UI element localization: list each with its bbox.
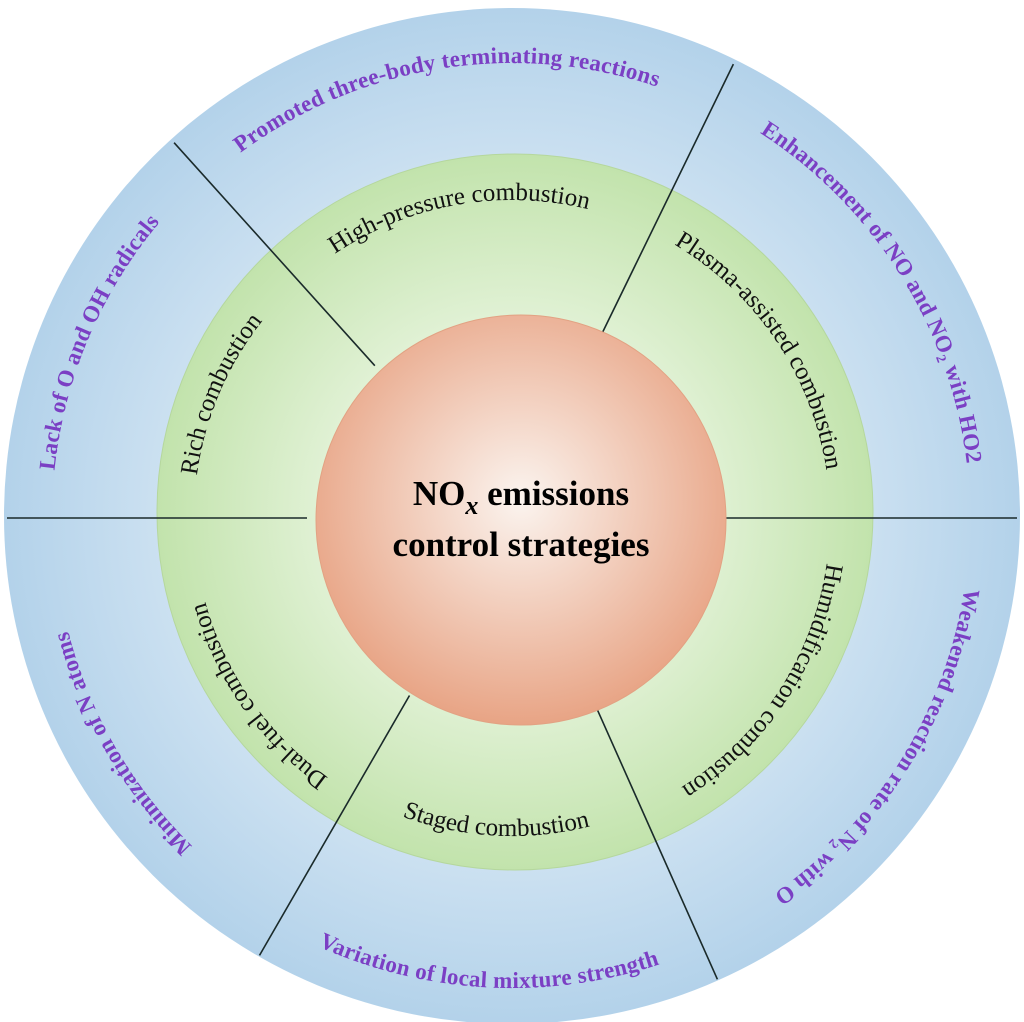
center-title-line2: control strategies [393, 525, 650, 564]
center-circle [315, 314, 727, 726]
center-title-line1: NOx emissions [413, 474, 629, 520]
divider-line [173, 142, 376, 367]
sector-dividers [7, 63, 1017, 980]
divider-line [601, 63, 735, 335]
divider-line [258, 695, 411, 956]
divider-line [594, 704, 719, 980]
